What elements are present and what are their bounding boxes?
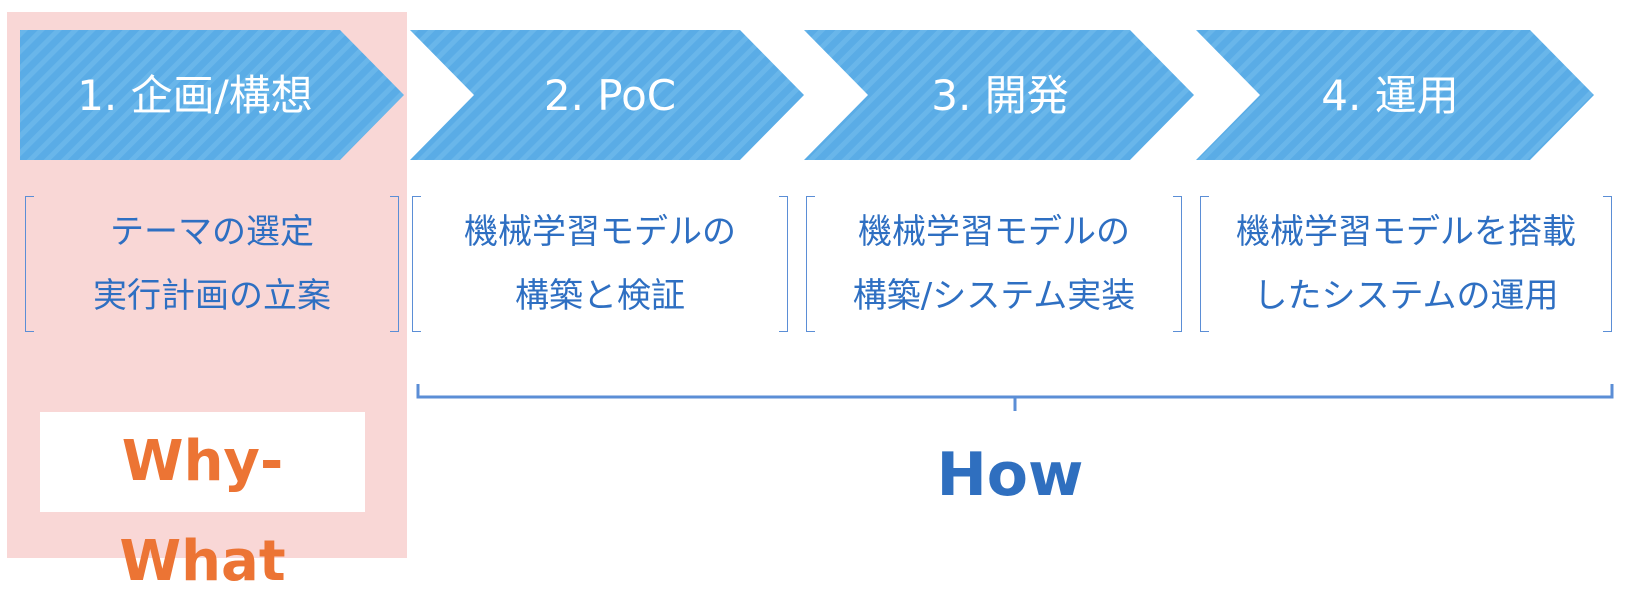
how-label: How — [936, 440, 1084, 510]
stage-4-label: 4. 運用 — [1321, 71, 1459, 120]
stage-1-desc-line-1: テーマの選定 — [110, 212, 314, 252]
stage-2-desc-line-2: 構築と検証 — [515, 276, 685, 316]
stage-1-label: 1. 企画/構想 — [77, 71, 313, 120]
stage-4-desc-line-1: 機械学習モデルを搭載 — [1236, 212, 1576, 252]
stage-4-description: 機械学習モデルを搭載 したシステムの運用 — [1200, 196, 1612, 332]
stage-2-description: 機械学習モデルの 構築と検証 — [412, 196, 788, 332]
chevron-stage-4 — [1196, 30, 1594, 160]
chevron-stage-3 — [804, 30, 1194, 160]
stage-2-label: 2. PoC — [543, 71, 677, 120]
stage-3-desc-line-1: 機械学習モデルの — [858, 212, 1130, 252]
stage-1-desc-line-2: 実行計画の立案 — [93, 276, 331, 316]
stage-1-description: テーマの選定 実行計画の立案 — [25, 196, 399, 332]
stage-3-label: 3. 開発 — [931, 71, 1069, 120]
stage-4-desc-line-2: したシステムの運用 — [1253, 276, 1559, 316]
how-brace — [416, 384, 1614, 411]
chevron-stage-2 — [410, 30, 804, 160]
process-chevrons — [20, 30, 1594, 160]
stage-3-description: 機械学習モデルの 構築/システム実装 — [806, 196, 1182, 332]
chevron-stage-1 — [20, 30, 404, 160]
stage-2-desc-line-1: 機械学習モデルの — [464, 212, 736, 252]
stage-3-desc-line-2: 構築/システム実装 — [852, 276, 1136, 316]
